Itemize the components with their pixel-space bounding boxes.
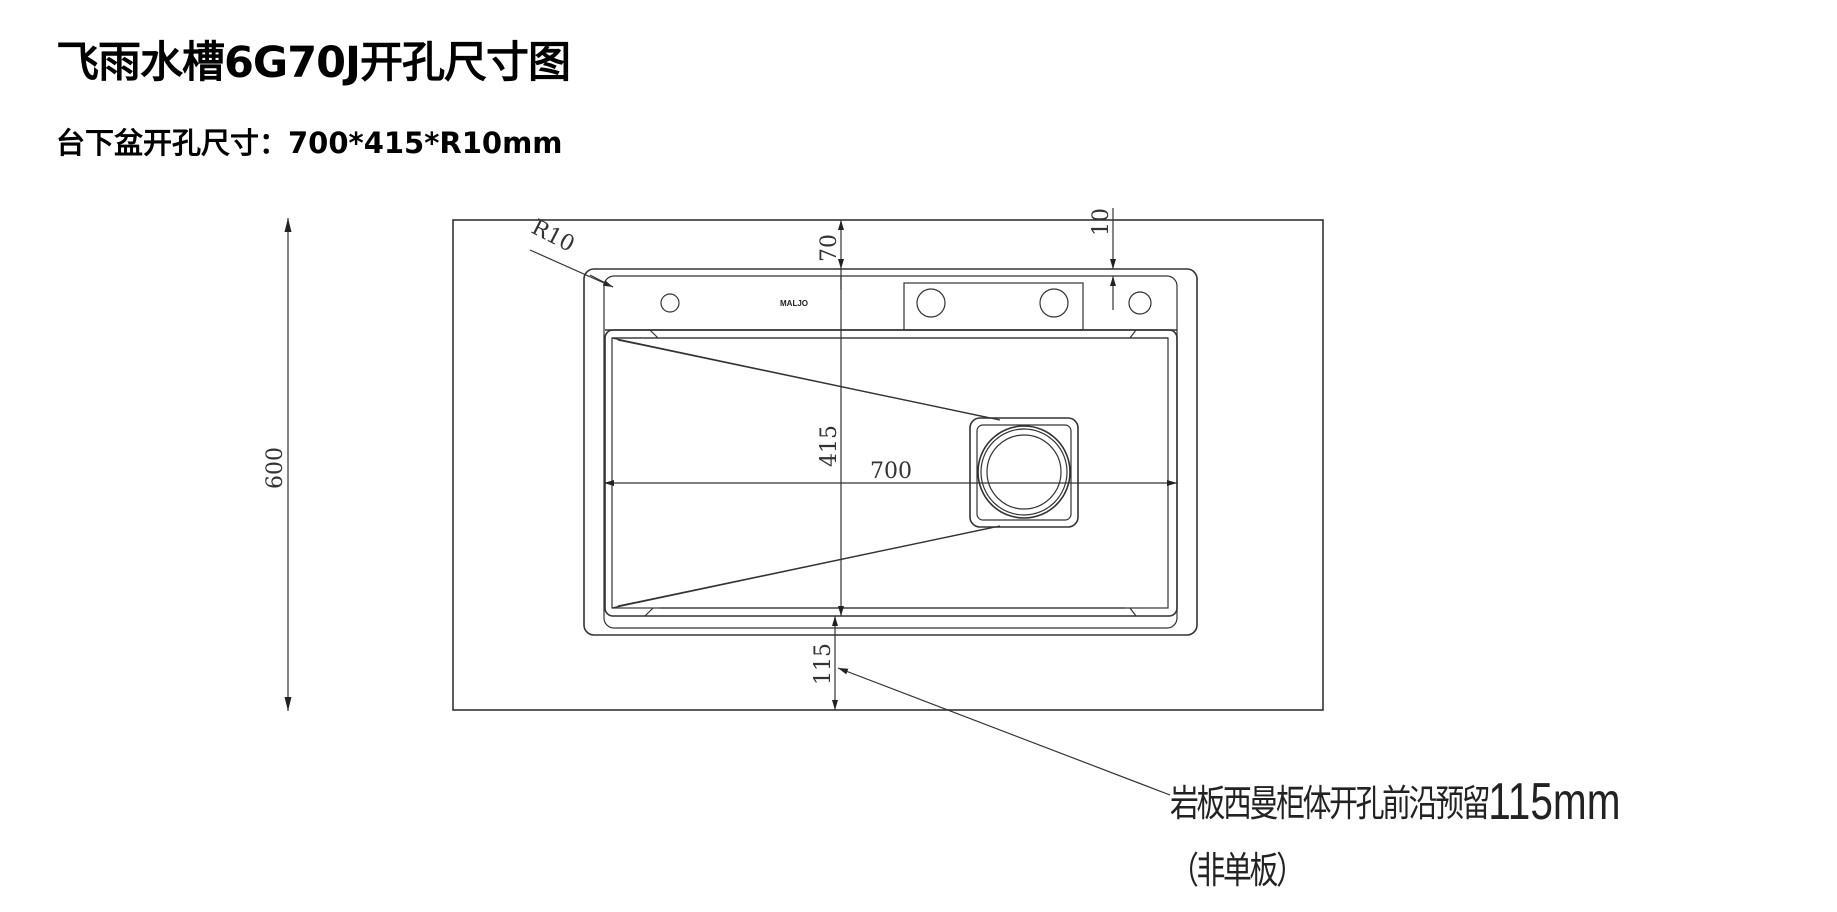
brand-logo: MALJO xyxy=(780,299,808,308)
drain-icon xyxy=(977,425,1071,519)
control-knob-icon xyxy=(916,288,946,318)
deck-chamfer xyxy=(649,329,659,339)
r10-leader xyxy=(589,274,614,288)
control-knob-icon xyxy=(1039,288,1069,318)
dim-700-label: 700 xyxy=(870,459,912,484)
countertop-outline xyxy=(452,219,1324,711)
dim-115-label: 115 xyxy=(811,643,836,685)
front-margin-note-text: 岩板西曼柜体开孔前沿预留 xyxy=(1170,782,1491,825)
faucet-hole-icon xyxy=(660,293,680,313)
annotation-leader xyxy=(837,667,1171,796)
control-panel-box xyxy=(903,282,1084,331)
basin-outline xyxy=(604,329,1178,617)
basin-front-chamfer xyxy=(1129,607,1137,617)
drain-box-inner xyxy=(976,424,1072,521)
soap-dispenser-hole-icon xyxy=(1128,291,1152,315)
dim-600-label: 600 xyxy=(263,447,288,489)
front-margin-note-value: 115mm xyxy=(1488,773,1621,831)
dim-70-label: 70 xyxy=(817,234,842,262)
dim-415-label: 415 xyxy=(817,425,842,467)
page-title: 飞雨水槽6G70J开孔尺寸图 xyxy=(56,38,571,88)
slope-line xyxy=(617,339,1001,421)
cutout-size-subtitle: 台下盆开孔尺寸：700*415*R10mm xyxy=(56,126,563,160)
slope-line xyxy=(617,525,1001,607)
sink-outer-flange xyxy=(583,268,1198,636)
r10-leader xyxy=(529,249,614,288)
drain-icon-inner xyxy=(980,428,1068,516)
non-single-board-note: （非单板） xyxy=(1170,849,1305,892)
drain-box-outer xyxy=(969,417,1079,528)
r10-label: R10 xyxy=(527,215,578,258)
drain-strainer-icon xyxy=(986,434,1062,510)
deck-chamfer xyxy=(1129,329,1137,339)
basin-front-chamfer xyxy=(644,607,654,617)
dim-10-label: 10 xyxy=(1089,208,1114,236)
front-margin-note: 岩板西曼柜体开孔前沿预留115mm xyxy=(1170,772,1620,832)
sink-inner-rim xyxy=(603,275,1178,629)
